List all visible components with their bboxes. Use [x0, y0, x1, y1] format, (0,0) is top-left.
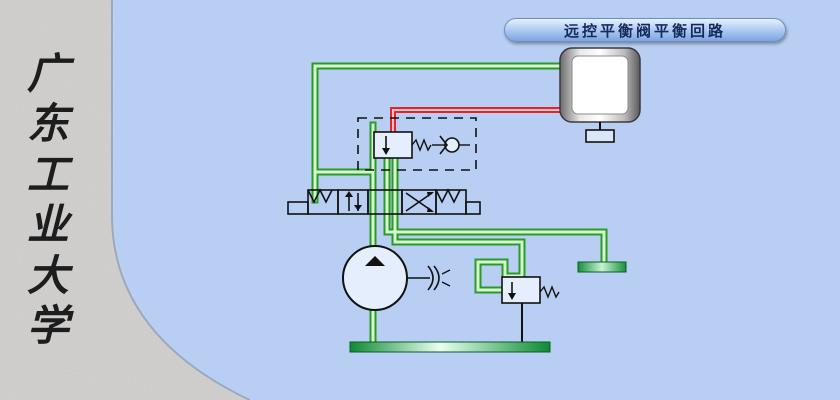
remote-balance-valve	[357, 117, 477, 171]
directional-control-valve	[287, 188, 481, 215]
watermark-char: 业	[26, 200, 69, 250]
content-panel	[114, 0, 840, 400]
diagram-title-pill: 远控平衡阀平衡回路	[504, 18, 786, 42]
hydraulic-cylinder	[559, 47, 641, 143]
watermark-char: 学	[26, 300, 69, 350]
watermark-char: 东	[26, 99, 69, 149]
secondary-tank	[577, 261, 627, 273]
relief-valve	[501, 276, 560, 345]
watermark-char: 工	[26, 149, 69, 199]
pilot-line	[390, 107, 562, 132]
watermark-char: 广	[26, 49, 69, 98]
watermark-char: 大	[26, 250, 69, 300]
hydraulic-pump	[342, 245, 451, 311]
university-watermark: 广 东 工 业 大 学	[18, 50, 78, 350]
diagram-title: 远控平衡阀平衡回路	[563, 21, 726, 40]
left-texture-band	[0, 0, 251, 400]
main-tank	[349, 341, 551, 353]
